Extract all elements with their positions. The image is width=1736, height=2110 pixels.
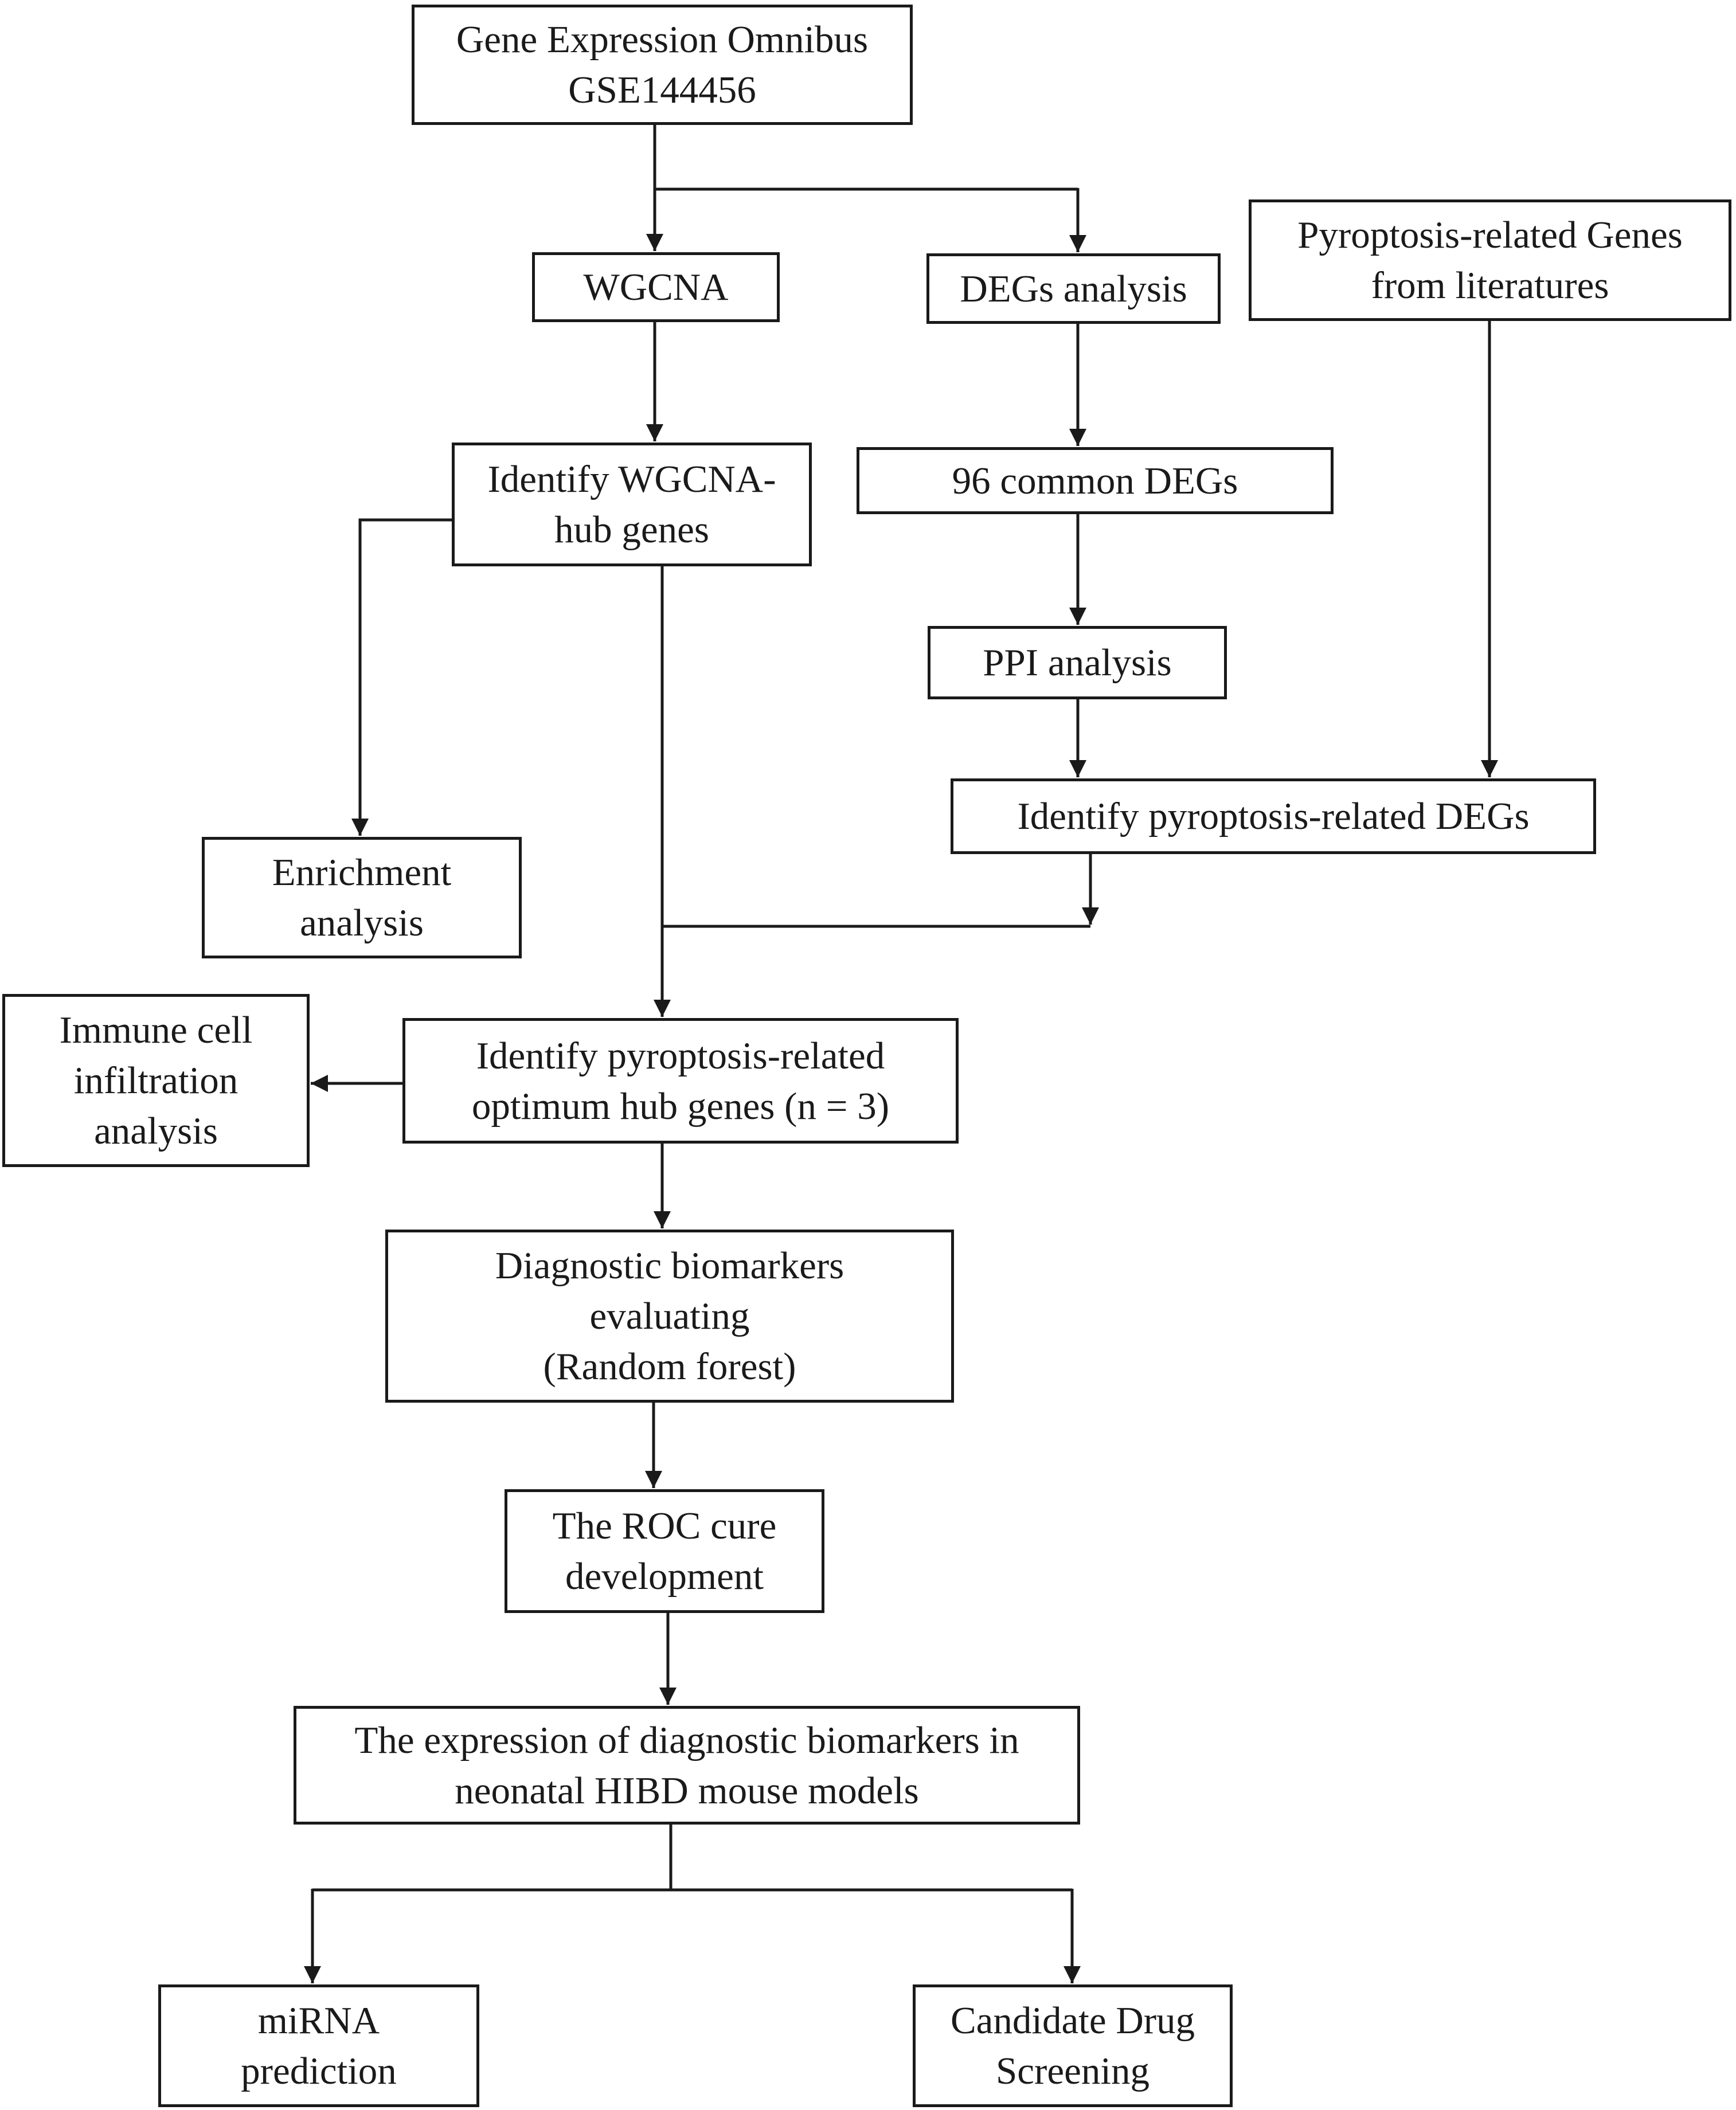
candidate-drug-box: Candidate Drug Screening	[913, 1984, 1233, 2107]
wgcna-hub-genes-box: Identify WGCNA- hub genes	[452, 443, 812, 566]
ppi-analysis-box: PPI analysis	[928, 626, 1227, 699]
geo-line-1: Gene Expression Omnibus	[456, 18, 869, 61]
ppi-analysis-label: PPI analysis	[983, 641, 1172, 684]
degs-analysis-label: DEGs analysis	[960, 267, 1187, 310]
optimum-hub-line-1: Identify pyroptosis-related	[476, 1034, 885, 1077]
expression-line-1: The expression of diagnostic biomarkers …	[354, 1718, 1019, 1761]
roc-line-1: The ROC cure	[552, 1505, 777, 1547]
diagnostic-line-2: evaluating	[589, 1295, 750, 1337]
roc-curve-box: The ROC cure development	[505, 1489, 824, 1613]
roc-line-2: development	[565, 1555, 764, 1598]
pyroptosis-literature-line-2: from literatures	[1371, 264, 1609, 307]
diagnostic-line-3: (Random forest)	[543, 1345, 796, 1388]
immune-line-2: infiltration	[73, 1059, 238, 1102]
pyroptosis-literature-line-1: Pyroptosis-related Genes	[1297, 214, 1683, 256]
mirna-line-1: miRNA	[257, 1999, 380, 2042]
arrow-hub-to-enrichment	[351, 518, 452, 836]
mirna-prediction-box: miRNA prediction	[158, 1984, 479, 2107]
wgcna-label: WGCNA	[583, 266, 729, 308]
common-degs-label: 96 common DEGs	[952, 459, 1238, 502]
mirna-line-2: prediction	[241, 2050, 397, 2092]
connector-geo-split	[653, 125, 1078, 191]
expression-line-2: neonatal HIBD mouse models	[455, 1769, 919, 1812]
geo-line-2: GSE144456	[568, 69, 756, 111]
biomarker-expression-box: The expression of diagnostic biomarkers …	[294, 1706, 1080, 1825]
wgcna-box: WGCNA	[532, 252, 780, 322]
connector-expression-split	[669, 1825, 1072, 1892]
drug-line-1: Candidate Drug	[950, 1999, 1195, 2042]
wgcna-hub-line-2: hub genes	[554, 508, 709, 551]
diagnostic-biomarkers-box: Diagnostic biomarkers evaluating (Random…	[385, 1230, 954, 1403]
pyroptosis-degs-box: Identify pyroptosis-related DEGs	[951, 778, 1596, 854]
optimum-hub-line-2: optimum hub genes (n = 3)	[471, 1085, 890, 1128]
enrichment-line-1: Enrichment	[272, 851, 452, 894]
degs-analysis-box: DEGs analysis	[926, 253, 1221, 324]
drug-line-2: Screening	[996, 2050, 1149, 2092]
optimum-hub-genes-box: Identify pyroptosis-related optimum hub …	[402, 1018, 959, 1144]
enrichment-line-2: analysis	[300, 902, 424, 944]
immune-line-3: analysis	[94, 1110, 218, 1152]
wgcna-hub-line-1: Identify WGCNA-	[487, 458, 776, 500]
immune-line-1: Immune cell	[59, 1009, 253, 1051]
common-degs-box: 96 common DEGs	[857, 447, 1334, 514]
immune-infiltration-box: Immune cell infiltration analysis	[2, 994, 310, 1167]
enrichment-analysis-box: Enrichment analysis	[202, 837, 522, 958]
pyroptosis-literature-box: Pyroptosis-related Genes from literature…	[1249, 199, 1731, 321]
pyroptosis-degs-label: Identify pyroptosis-related DEGs	[1017, 795, 1530, 837]
diagnostic-line-1: Diagnostic biomarkers	[495, 1244, 844, 1287]
geo-dataset-box: Gene Expression Omnibus GSE144456	[412, 5, 913, 125]
